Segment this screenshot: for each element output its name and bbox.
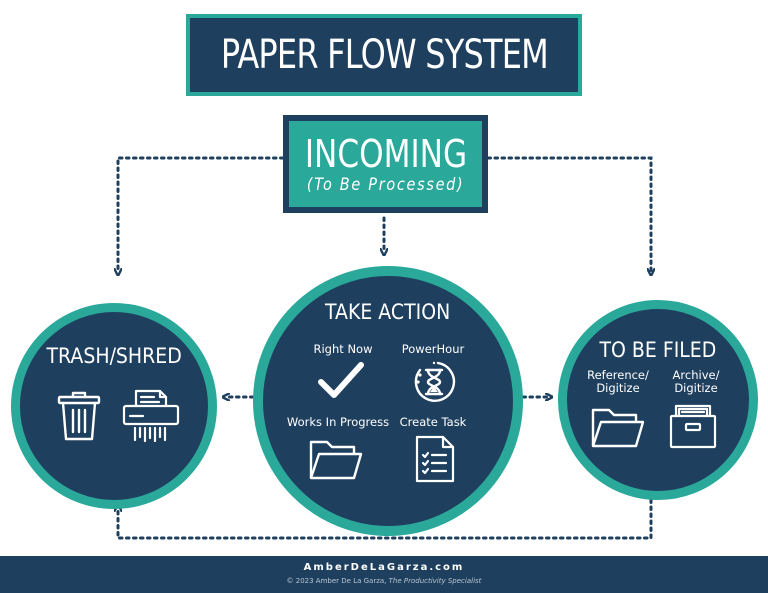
filed-label-reference-line1: Reference/	[587, 368, 649, 382]
trash-can-icon	[57, 391, 101, 441]
checklist-document-icon	[415, 435, 455, 483]
trash-heading: TRASH/SHRED	[46, 344, 182, 368]
arrow-incoming-to-filed	[486, 156, 651, 272]
folder-icon	[591, 408, 645, 448]
action-heading: TAKE ACTION	[325, 300, 451, 324]
file-cabinet-drawer-icon	[669, 404, 717, 449]
take-action-circle	[253, 266, 523, 536]
incoming-title: INCOMING	[304, 132, 467, 176]
arrow-incoming-to-trash	[118, 156, 285, 272]
filed-label-reference: Reference/ Digitize	[578, 369, 658, 395]
page-title: PAPER FLOW SYSTEM	[220, 32, 548, 78]
filed-heading: TO BE FILED	[599, 338, 717, 362]
action-label-right-now: Right Now	[313, 342, 373, 356]
paper-shredder-icon	[122, 389, 180, 443]
filed-label-reference-line2: Digitize	[596, 381, 640, 395]
filed-heading-wrap: TO BE FILED	[558, 338, 758, 362]
title-banner: PAPER FLOW SYSTEM	[186, 14, 582, 96]
filed-label-archive-line2: Digitize	[674, 381, 718, 395]
action-label-create-task: Create Task	[399, 415, 467, 429]
incoming-box: INCOMING (To Be Processed)	[283, 115, 488, 213]
to-be-filed-circle	[558, 300, 758, 500]
checkmark-icon	[318, 362, 364, 398]
arrow-filed-to-trash	[118, 498, 653, 540]
footer-website: AmberDeLaGarza.com	[303, 562, 465, 573]
incoming-panel: INCOMING (To Be Processed)	[289, 121, 482, 207]
trash-shred-circle	[11, 303, 217, 509]
folder-icon	[309, 440, 363, 480]
action-heading-wrap: TAKE ACTION	[253, 300, 523, 324]
footer-copyright: © 2023 Amber De La Garza, The Productivi…	[0, 577, 768, 585]
incoming-subtitle: (To Be Processed)	[306, 175, 465, 195]
trash-heading-wrap: TRASH/SHRED	[11, 344, 217, 368]
hourglass-timer-icon	[414, 361, 456, 402]
filed-label-archive-line1: Archive/	[672, 368, 720, 382]
footer-copyright-italic: The Productivity Specialist	[388, 577, 482, 585]
footer-copyright-prefix: © 2023 Amber De La Garza,	[286, 577, 389, 585]
footer-bar: AmberDeLaGarza.com © 2023 Amber De La Ga…	[0, 556, 768, 593]
filed-label-archive: Archive/ Digitize	[656, 369, 736, 395]
action-label-powerhour: PowerHour	[401, 342, 465, 356]
action-label-works-in-progress: Works In Progress	[286, 415, 390, 429]
